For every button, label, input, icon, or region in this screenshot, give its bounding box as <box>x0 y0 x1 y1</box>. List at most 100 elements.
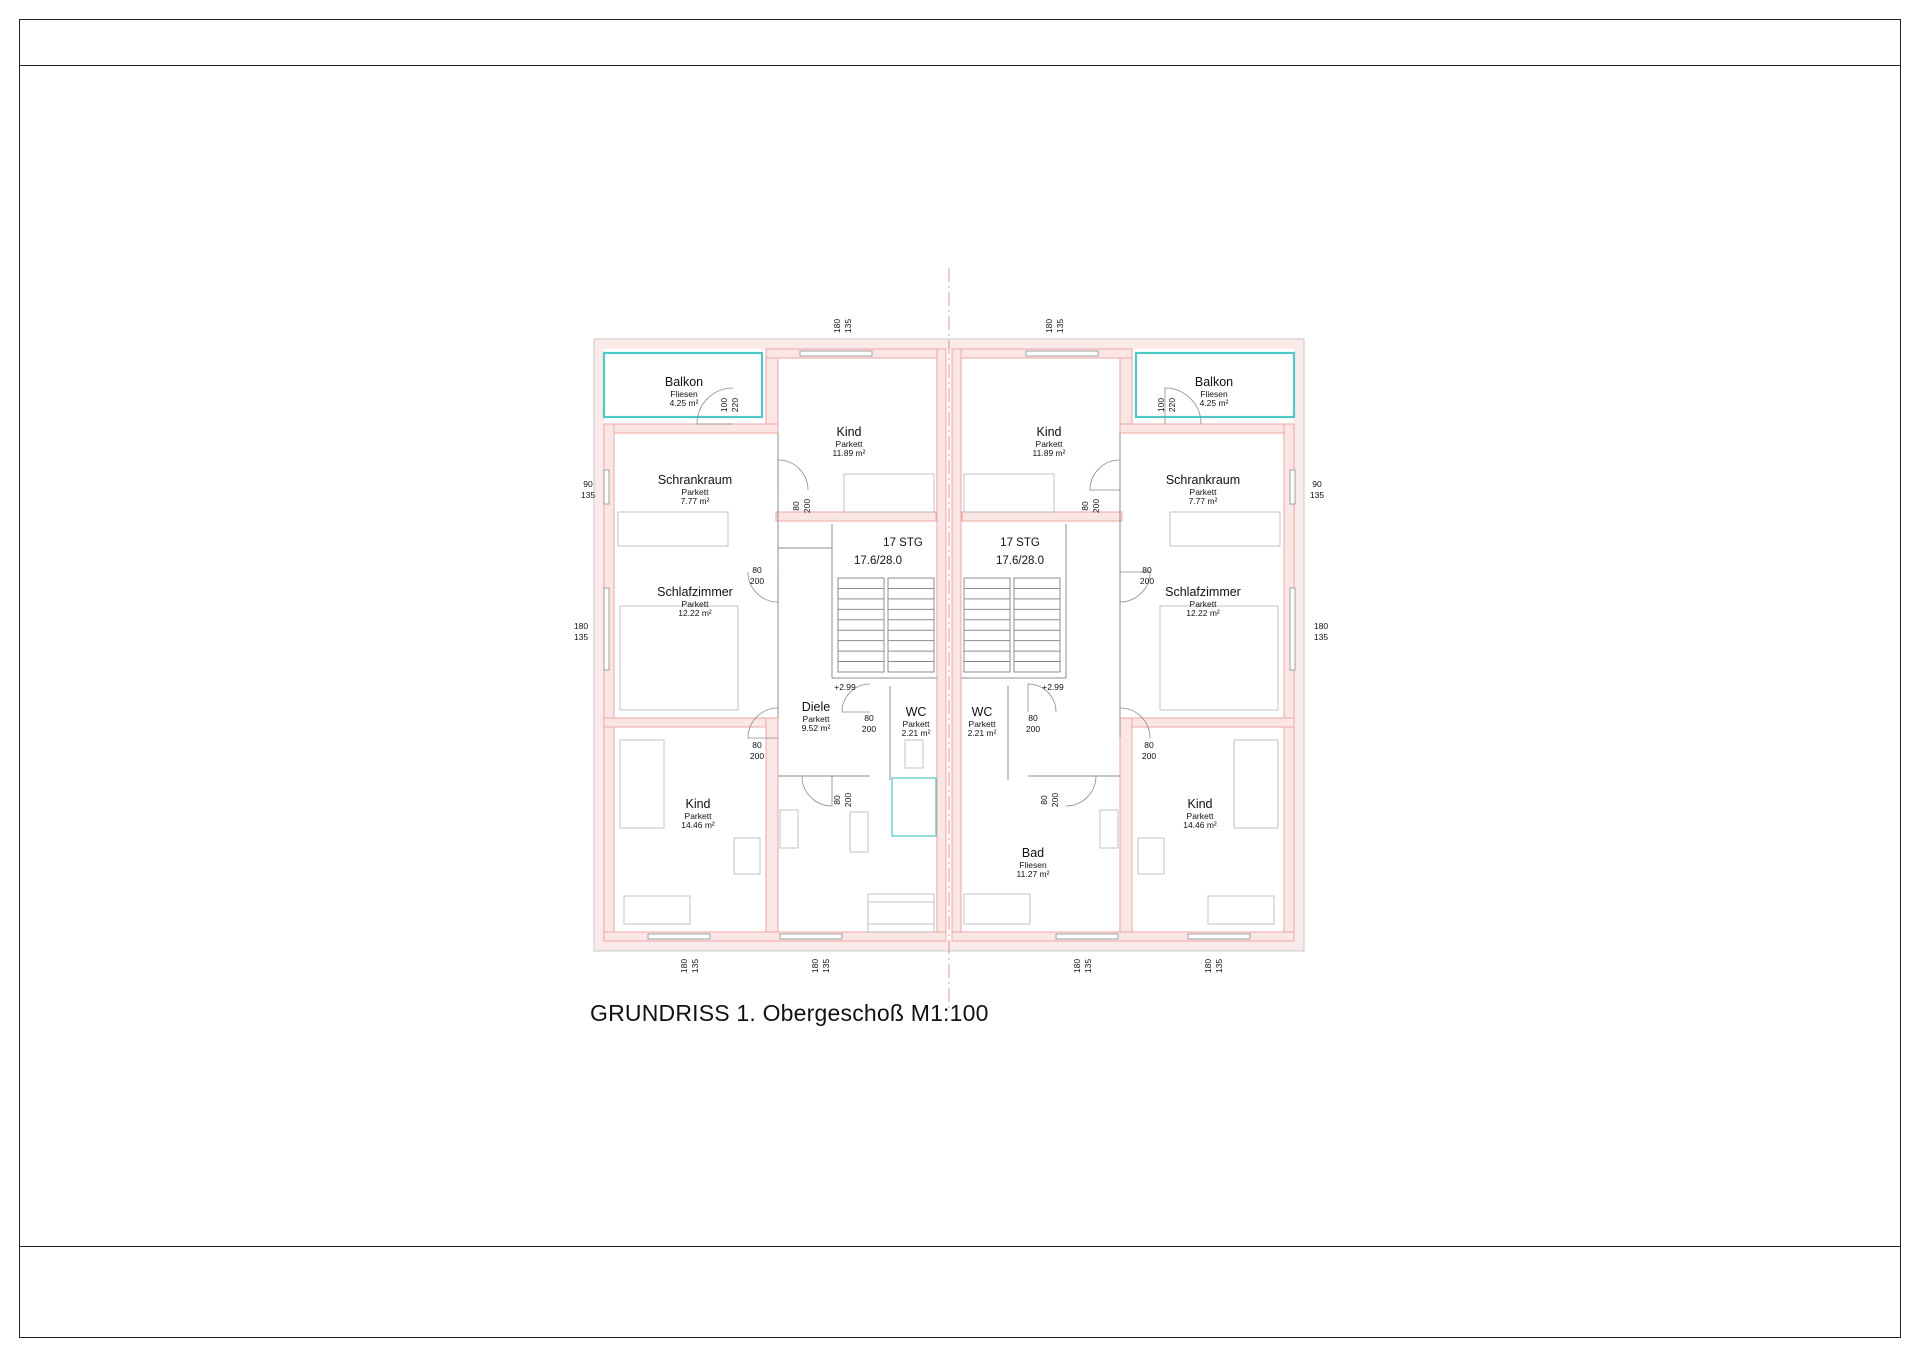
plan-title: GRUNDRISS 1. Obergeschoß M1:100 <box>590 1000 989 1026</box>
stair-ratio: 17.6/28.0 <box>996 555 1044 567</box>
dim-label: 80 <box>1144 740 1154 750</box>
door-swing <box>841 683 871 713</box>
furniture <box>1233 739 1279 829</box>
dim-label: 200 <box>862 724 876 734</box>
dim-label: 135 <box>1214 959 1224 973</box>
dim-label: 200 <box>750 576 764 586</box>
balcony-left-glass <box>602 351 764 419</box>
dim-label: 135 <box>1083 959 1093 973</box>
door-swing <box>747 707 779 739</box>
room-floor: Parkett <box>803 714 831 724</box>
room-area: 4.25 m² <box>670 398 699 408</box>
room-name: Schlafzimmer <box>657 585 733 599</box>
window <box>779 933 843 940</box>
furniture <box>619 739 665 829</box>
wall <box>936 348 947 940</box>
dim-label: 135 <box>1314 632 1328 642</box>
room-floor: Parkett <box>1187 811 1215 821</box>
wall <box>1119 423 1295 434</box>
room-floor: Parkett <box>682 487 710 497</box>
furniture <box>963 893 1031 925</box>
stair-flight <box>887 577 935 673</box>
dim-label: 80 <box>1080 501 1090 511</box>
dim-label: 180 <box>1072 959 1082 973</box>
dim-label: 220 <box>730 398 740 412</box>
dim-label: 180 <box>679 959 689 973</box>
door-swing <box>1027 683 1057 713</box>
window <box>799 350 873 357</box>
stair-flight <box>1013 577 1061 673</box>
door-swing <box>801 775 833 807</box>
furniture <box>733 837 761 875</box>
furniture <box>619 605 739 711</box>
stair-flight <box>837 577 885 673</box>
room-area: 11.27 m² <box>1017 869 1050 879</box>
dim-label: 135 <box>843 319 853 333</box>
dim-label: 200 <box>1142 751 1156 761</box>
door-swing <box>696 387 734 425</box>
dim-label: 200 <box>1091 499 1101 513</box>
footer-strip <box>19 1246 1901 1338</box>
dim-label: 80 <box>791 501 801 511</box>
wall <box>765 717 779 933</box>
furniture <box>623 895 691 925</box>
dim-label: 180 <box>1203 959 1213 973</box>
door-swing <box>1119 571 1151 603</box>
dim-label: 135 <box>690 959 700 973</box>
room-area: 14.46 m² <box>1183 820 1217 830</box>
window <box>603 587 610 671</box>
window <box>1055 933 1119 940</box>
window <box>647 933 711 940</box>
dim-label: 80 <box>1039 795 1049 805</box>
window <box>1289 469 1296 505</box>
room-area: 7.77 m² <box>681 496 710 506</box>
dim-label: 135 <box>1055 319 1065 333</box>
stair-flight <box>963 577 1011 673</box>
dim-label: 90 <box>583 479 593 489</box>
window <box>1187 933 1251 940</box>
room-floor: Fliesen <box>1200 389 1228 399</box>
room-floor: Parkett <box>969 719 997 729</box>
dim-label: 135 <box>1310 490 1324 500</box>
room-name: WC <box>972 705 993 719</box>
room-area: 12.22 m² <box>1186 608 1220 618</box>
room-name: Kind <box>1036 425 1061 439</box>
furniture <box>963 473 1055 513</box>
dim-label: 200 <box>750 751 764 761</box>
dim-label: 80 <box>1028 713 1038 723</box>
dim-label: 180 <box>832 319 842 333</box>
furniture <box>1137 837 1165 875</box>
furniture <box>843 473 935 513</box>
dim-label: 200 <box>1050 793 1060 807</box>
door-swing <box>1119 707 1151 739</box>
dim-label: 135 <box>574 632 588 642</box>
dim-label: 80 <box>832 795 842 805</box>
door-swing <box>1065 775 1097 807</box>
room-name: Schrankraum <box>658 473 732 487</box>
room-name: Schlafzimmer <box>1165 585 1241 599</box>
dim-label: 80 <box>752 565 762 575</box>
wall <box>775 511 937 522</box>
wall <box>1119 717 1133 933</box>
room-name: Schrankraum <box>1166 473 1240 487</box>
room-name: Balkon <box>1195 375 1233 389</box>
stair-steps: 17 STG <box>1000 537 1040 549</box>
balcony-right-glass <box>1134 351 1296 419</box>
dim-label: 80 <box>864 713 874 723</box>
stair-ratio: 17.6/28.0 <box>854 555 902 567</box>
title-strip <box>19 19 1901 66</box>
room-area: 14.46 m² <box>681 820 715 830</box>
room-area: 4.25 m² <box>1200 398 1229 408</box>
furniture <box>1099 809 1119 849</box>
shower-area <box>891 777 937 837</box>
dim-label: 180 <box>810 959 820 973</box>
furniture <box>1169 511 1281 547</box>
door-swing <box>777 459 809 491</box>
dim-label: 220 <box>1167 398 1177 412</box>
room-area: 12.22 m² <box>678 608 712 618</box>
furniture <box>904 739 924 769</box>
furniture <box>1207 895 1275 925</box>
room-floor: Parkett <box>682 599 710 609</box>
dim-label: 80 <box>752 740 762 750</box>
